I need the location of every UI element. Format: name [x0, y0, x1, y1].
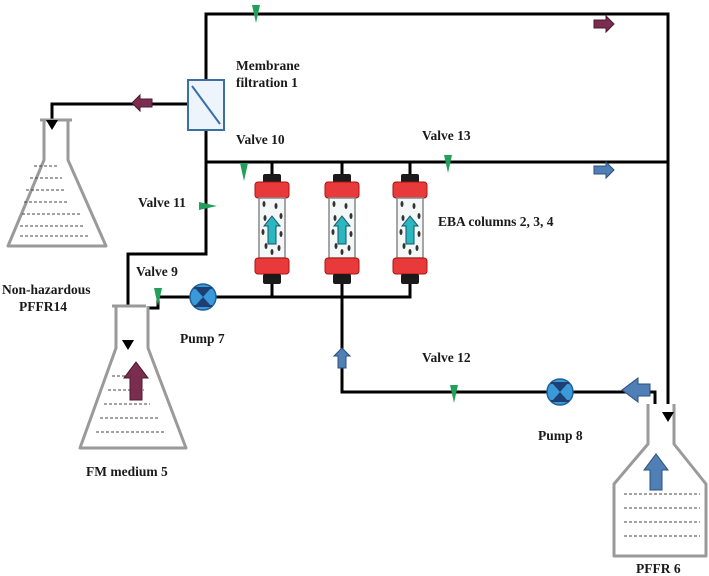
- flow-arrow-to-waste-icon: [131, 94, 153, 112]
- flow-arrow-header-right-icon: [593, 161, 615, 179]
- membrane-label-line1: Membrane: [236, 58, 300, 73]
- valve-12-icon: [450, 385, 458, 403]
- flow-arrow-fm-up-icon: [123, 361, 149, 401]
- non-hazardous-label-line1: Non-hazardous: [2, 282, 91, 297]
- valve-11-label: Valve 11: [138, 195, 186, 210]
- eba-column-2: [254, 173, 290, 285]
- valve-11-icon: [199, 202, 217, 210]
- valve-9-label: Valve 9: [136, 264, 178, 279]
- membrane-label-line2: filtration 1: [236, 75, 298, 90]
- eba-columns-label: EBA columns 2, 3, 4: [438, 214, 554, 229]
- valve-13-icon: [444, 155, 452, 173]
- flow-arrow-top-right-icon: [593, 15, 615, 33]
- membrane-filter-icon: [187, 79, 225, 131]
- non-hazardous-flask: [6, 118, 108, 248]
- flow-arrow-into-fm-icon: [122, 340, 134, 350]
- fm-medium-label: FM medium 5: [86, 464, 168, 479]
- pffr6-label: PFFR 6: [636, 561, 681, 576]
- flow-arrow-loop-up-icon: [333, 347, 351, 369]
- pump-8-label: Pump 8: [538, 428, 583, 443]
- flow-arrow-pffr-up-icon: [643, 453, 669, 491]
- pump-8-icon: [546, 378, 574, 406]
- non-hazardous-label-line2: PFFR14: [19, 299, 67, 314]
- flow-arrow-pffr-left-icon: [621, 377, 651, 403]
- valve-12-label: Valve 12: [422, 350, 471, 365]
- eba-column-3: [324, 173, 360, 285]
- flow-arrow-into-waste-icon: [46, 120, 58, 130]
- valve-13-label: Valve 13: [422, 128, 471, 143]
- valve-10-label: Valve 10: [236, 132, 285, 147]
- pump-7-icon: [189, 283, 217, 311]
- valve-10-icon: [240, 163, 248, 181]
- flow-arrow-into-pffr-icon: [662, 412, 674, 422]
- pump-7-label: Pump 7: [180, 331, 225, 346]
- eba-column-4: [392, 173, 428, 285]
